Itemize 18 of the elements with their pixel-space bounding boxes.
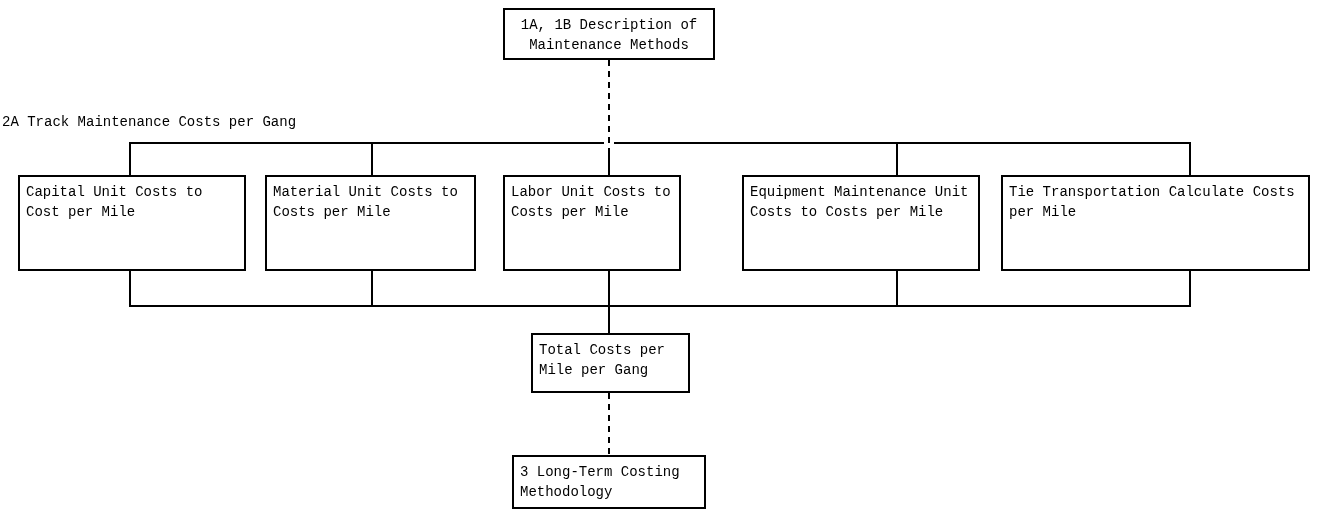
process-box <box>265 175 476 271</box>
dashed-connector <box>608 392 610 456</box>
process-box <box>18 175 246 271</box>
section-heading: 2A Track Maintenance Costs per Gang <box>2 113 297 132</box>
process-box <box>742 175 980 271</box>
process-box <box>503 175 681 271</box>
box-text: Tie Transportation Calculate Costs per Mile <box>1009 183 1296 222</box>
box-text: Equipment Maintenance Unit Costs to Costs per Mile <box>750 183 970 222</box>
box-text: Material Unit Costs to Costs per Mile <box>273 183 459 222</box>
box-text: 1A, 1B Description of Maintenance Methods <box>519 16 699 55</box>
box-text: 3 Long-Term Costing Methodology <box>520 463 681 502</box>
process-box <box>503 8 715 60</box>
process-box <box>512 455 706 509</box>
process-box <box>1001 175 1310 271</box>
box-text: Capital Unit Costs to Cost per Mile <box>26 183 204 222</box>
box-text: Total Costs per Mile per Gang <box>539 341 667 380</box>
box-text: Labor Unit Costs to Costs per Mile <box>511 183 672 222</box>
process-box <box>531 333 690 393</box>
